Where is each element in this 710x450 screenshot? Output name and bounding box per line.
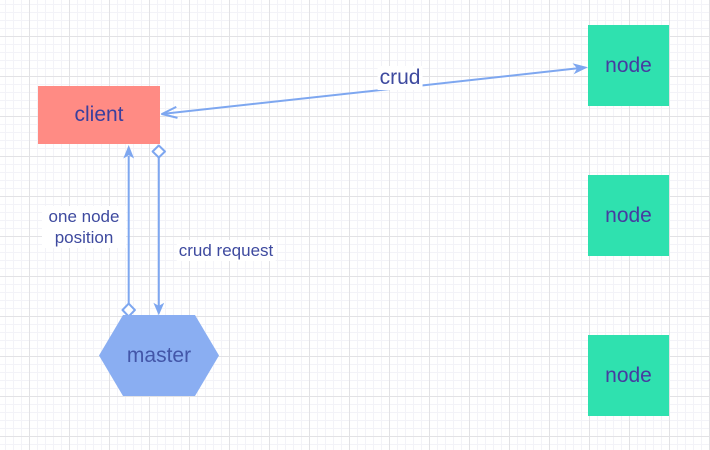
classic-arrowhead-icon (123, 145, 135, 159)
shape-node-2-label: node (605, 203, 652, 227)
shape-node-3-label: node (605, 363, 652, 387)
edge-label-crud: crud (377, 66, 423, 90)
classic-arrowhead-icon (572, 63, 588, 75)
shape-client[interactable]: client (38, 86, 160, 144)
shape-node-2[interactable]: node (588, 175, 669, 256)
edge-crud-line (163, 67, 579, 115)
edge-one-node-position[interactable] (121, 145, 136, 318)
shape-node-3[interactable]: node (588, 335, 669, 416)
edge-crud[interactable] (161, 63, 588, 119)
shape-node-1[interactable]: node (588, 25, 669, 106)
shape-client-label: client (74, 103, 124, 127)
diamond-endpoint-icon (151, 144, 166, 159)
diamond-endpoint-icon (121, 302, 136, 318)
edge-label-crud-request: crud request (176, 240, 276, 261)
shape-node-1-label: node (605, 53, 652, 77)
open-arrowhead-icon (161, 106, 178, 119)
shape-master[interactable]: master (99, 315, 219, 396)
shape-master-label: master (126, 343, 192, 367)
edge-label-one-node-position: one node position (42, 206, 126, 248)
edge-crud-request[interactable] (151, 144, 166, 316)
classic-arrowhead-icon (153, 302, 165, 316)
